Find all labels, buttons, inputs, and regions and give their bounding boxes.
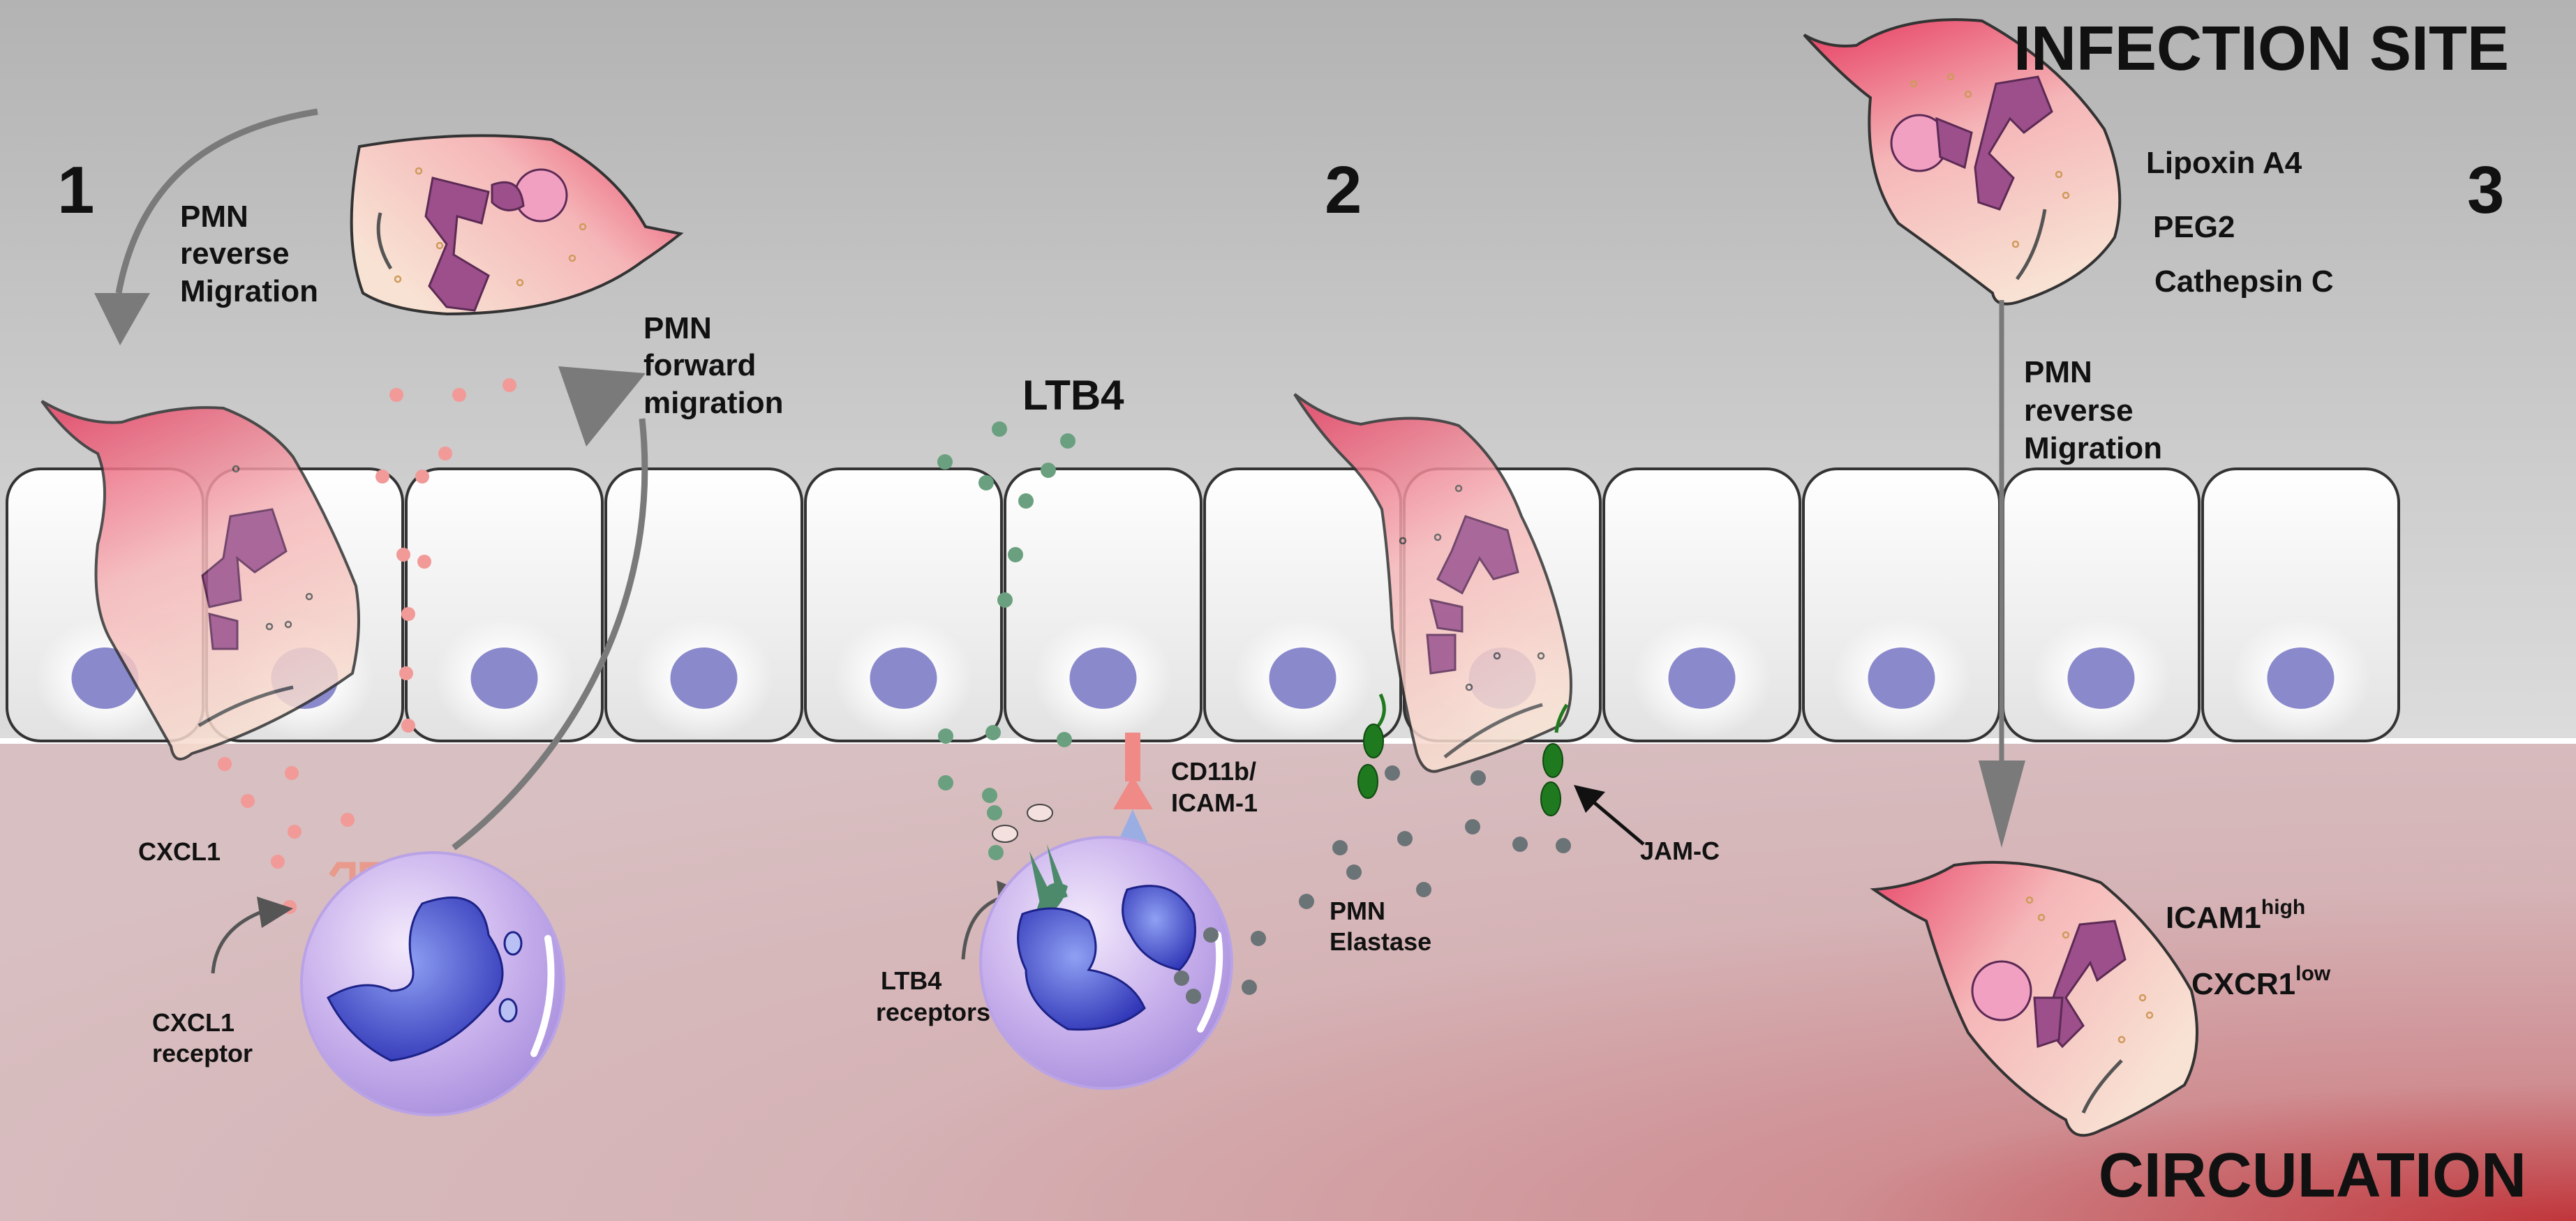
blood-neutrophil-1 <box>300 851 565 1116</box>
pmn-reverse-migration-label-1b: reverse <box>180 237 290 271</box>
cxcl1-receptor-label-b: receptor <box>152 1039 253 1068</box>
pmn-forward-migration-label-c: migration <box>643 386 783 420</box>
cd11b-icam1-label-b: ICAM-1 <box>1171 788 1258 817</box>
blood-neutrophil-2 <box>979 804 1233 1090</box>
epithelial-nucleus <box>1868 647 1935 709</box>
epithelial-cell <box>604 467 803 742</box>
step-1-label: 1 <box>57 153 94 227</box>
cxcr1-base: CXCR1 <box>2191 967 2295 1001</box>
epithelial-cell <box>1004 467 1203 742</box>
circulation-label: CIRCULATION <box>2099 1141 2526 1211</box>
icam1-base: ICAM1 <box>2166 901 2261 935</box>
jamc-molecules <box>1357 693 1569 816</box>
lipoxin-a4-label: Lipoxin A4 <box>2146 146 2302 180</box>
pmn-elastase-label-a: PMN <box>1330 897 1385 925</box>
pmn-elastase-label-b: Elastase <box>1330 927 1431 956</box>
step-2-label: 2 <box>1325 153 1362 227</box>
pmn-reverse-migration-label-3b: reverse <box>2024 394 2134 428</box>
ltb4-receptors-label-b: receptors <box>876 998 990 1026</box>
epithelial-cell <box>1203 467 1402 742</box>
epithelial-nucleus <box>1668 647 1736 709</box>
epithelial-cell <box>405 467 604 742</box>
neutrophil-circulation <box>1870 860 2198 1137</box>
epithelial-nucleus <box>71 647 139 709</box>
pmn-forward-migration-label-b: forward <box>643 348 756 382</box>
epithelial-cell <box>2002 467 2201 742</box>
infection-site-label: INFECTION SITE <box>2013 14 2509 84</box>
epithelial-nucleus <box>2267 647 2335 709</box>
cxcl1-chemokine-dots <box>218 378 516 914</box>
pmn-reverse-migration-arrow-3 <box>1979 300 2025 848</box>
epithelial-cell <box>804 467 1003 742</box>
pmn-elastase-dots <box>1174 765 1571 1004</box>
epithelial-nucleus <box>1069 647 1137 709</box>
cxcl1-receptor-pointer <box>211 897 293 974</box>
epithelial-nucleus <box>470 647 538 709</box>
cxcl1-label: CXCL1 <box>138 837 221 866</box>
epithelial-cell <box>1602 467 1801 742</box>
pmn-forward-migration-arrow <box>452 366 648 851</box>
icam1-sup: high <box>2261 896 2305 919</box>
neutrophil-transmigrating-2 <box>1293 393 1572 773</box>
pmn-reverse-migration-label-3c: Migration <box>2024 431 2162 465</box>
neutrophil-reverse-migrating <box>350 134 684 316</box>
epithelial-nucleus <box>870 647 937 709</box>
cxcr1-low-label: CXCR1low <box>2191 962 2331 1001</box>
pmn-forward-migration-label-a: PMN <box>643 311 712 345</box>
epithelial-cell <box>2201 467 2400 742</box>
cxcl1-receptor-label-a: CXCL1 <box>152 1008 234 1037</box>
ltb4-dots <box>937 421 1075 860</box>
epithelial-nucleus <box>670 647 738 709</box>
neutrophil-infection-site <box>1803 18 2122 306</box>
jamc-label: JAM-C <box>1640 837 1720 865</box>
pmn-reverse-migration-label-3a: PMN <box>2024 355 2092 389</box>
ltb4-receptors-label-a: LTB4 <box>881 966 941 995</box>
cd11b-icam1-label-a: CD11b/ <box>1171 757 1256 786</box>
epithelial-nucleus <box>1269 647 1337 709</box>
epithelial-cell <box>1802 467 2001 742</box>
epithelial-nucleus <box>2067 647 2135 709</box>
cathepsin-c-label: Cathepsin C <box>2154 264 2334 299</box>
pmn-reverse-migration-arrow-1 <box>94 108 318 345</box>
pmn-reverse-migration-label-1c: Migration <box>180 274 318 308</box>
jamc-pointer <box>1574 785 1645 846</box>
cxcr1-sup: low <box>2295 962 2331 985</box>
ltb4-label: LTB4 <box>1022 372 1124 419</box>
icam1-high-label: ICAM1high <box>2166 896 2305 935</box>
pmn-reverse-migration-label-1a: PMN <box>180 200 248 234</box>
neutrophil-transmigrating-1 <box>40 400 360 761</box>
step-3-label: 3 <box>2467 153 2504 227</box>
peg2-label: PEG2 <box>2153 210 2235 244</box>
